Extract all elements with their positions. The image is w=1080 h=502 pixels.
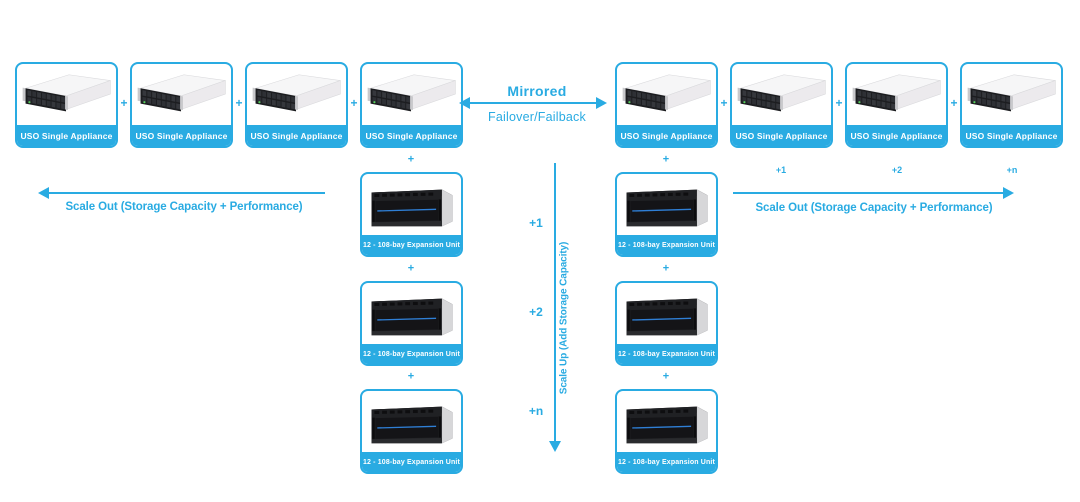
plus-icon: + bbox=[350, 96, 358, 110]
expansion-unit-label: 12 - 108-bay Expansion Unit bbox=[617, 235, 716, 255]
appliance-label: USO Single Appliance bbox=[847, 125, 946, 146]
plus-icon: + bbox=[407, 370, 415, 383]
plus-icon: + bbox=[835, 96, 843, 110]
failover-failback-label: Failover/Failback bbox=[488, 110, 586, 124]
appliance-box: USO Single Appliance bbox=[615, 62, 718, 148]
expansion-server-image bbox=[617, 391, 716, 452]
mirrored-arrowhead-left-icon bbox=[459, 97, 470, 109]
appliance-server-image bbox=[617, 64, 716, 125]
appliance-box: USO Single Appliance bbox=[960, 62, 1063, 148]
appliance-box: USO Single Appliance bbox=[15, 62, 118, 148]
scale-out-left-arrowhead-icon bbox=[38, 187, 49, 199]
expansion-unit-box: 12 - 108-bay Expansion Unit bbox=[615, 281, 718, 366]
mirrored-arrowhead-right-icon bbox=[596, 97, 607, 109]
expansion-server-image bbox=[362, 174, 461, 235]
expansion-unit-label: 12 - 108-bay Expansion Unit bbox=[617, 452, 716, 472]
scale-out-increment: +n bbox=[1006, 165, 1018, 175]
expansion-unit-box: 12 - 108-bay Expansion Unit bbox=[360, 389, 463, 474]
appliance-box: USO Single Appliance bbox=[845, 62, 948, 148]
scale-out-right-label: Scale Out (Storage Capacity + Performanc… bbox=[755, 202, 993, 214]
appliance-box: USO Single Appliance bbox=[130, 62, 233, 148]
expansion-unit-box: 12 - 108-bay Expansion Unit bbox=[360, 172, 463, 257]
appliance-server-image bbox=[732, 64, 831, 125]
scale-out-increment: +2 bbox=[891, 165, 903, 175]
appliance-label: USO Single Appliance bbox=[362, 125, 461, 146]
mirrored-arrow-line bbox=[470, 102, 596, 104]
expansion-unit-label: 12 - 108-bay Expansion Unit bbox=[362, 235, 461, 255]
scale-up-arrowhead-icon bbox=[549, 441, 561, 452]
plus-icon: + bbox=[720, 96, 728, 110]
scale-out-left-arrow-line bbox=[49, 192, 325, 194]
appliance-server-image bbox=[247, 64, 346, 125]
plus-icon: + bbox=[407, 262, 415, 275]
appliance-label: USO Single Appliance bbox=[962, 125, 1061, 146]
plus-icon: + bbox=[662, 262, 670, 275]
scale-up-increment: +n bbox=[528, 404, 544, 418]
plus-icon: + bbox=[662, 153, 670, 166]
plus-icon: + bbox=[407, 153, 415, 166]
plus-icon: + bbox=[950, 96, 958, 110]
expansion-unit-label: 12 - 108-bay Expansion Unit bbox=[617, 344, 716, 364]
expansion-unit-box: 12 - 108-bay Expansion Unit bbox=[615, 389, 718, 474]
expansion-server-image bbox=[362, 283, 461, 344]
scale-up-increment: +1 bbox=[529, 216, 543, 230]
appliance-label: USO Single Appliance bbox=[247, 125, 346, 146]
expansion-unit-box: 12 - 108-bay Expansion Unit bbox=[360, 281, 463, 366]
scale-out-increment: +1 bbox=[775, 165, 787, 175]
scale-out-right-arrowhead-icon bbox=[1003, 187, 1014, 199]
expansion-unit-label: 12 - 108-bay Expansion Unit bbox=[362, 344, 461, 364]
appliance-server-image bbox=[962, 64, 1061, 125]
appliance-label: USO Single Appliance bbox=[17, 125, 116, 146]
expansion-server-image bbox=[362, 391, 461, 452]
scale-up-arrow-line bbox=[554, 163, 556, 441]
scale-out-right-arrow-line bbox=[733, 192, 1003, 194]
expansion-unit-box: 12 - 108-bay Expansion Unit bbox=[615, 172, 718, 257]
appliance-box: USO Single Appliance bbox=[245, 62, 348, 148]
appliance-label: USO Single Appliance bbox=[732, 125, 831, 146]
expansion-unit-label: 12 - 108-bay Expansion Unit bbox=[362, 452, 461, 472]
expansion-server-image bbox=[617, 283, 716, 344]
appliance-server-image bbox=[132, 64, 231, 125]
appliance-label: USO Single Appliance bbox=[617, 125, 716, 146]
scale-out-left-label: Scale Out (Storage Capacity + Performanc… bbox=[65, 201, 303, 213]
appliance-box: USO Single Appliance bbox=[730, 62, 833, 148]
mirrored-label: Mirrored bbox=[507, 83, 567, 99]
appliance-box: USO Single Appliance bbox=[360, 62, 463, 148]
plus-icon: + bbox=[662, 370, 670, 383]
scale-up-increment: +2 bbox=[529, 305, 543, 319]
appliance-server-image bbox=[17, 64, 116, 125]
plus-icon: + bbox=[235, 96, 243, 110]
scale-up-label: Scale Up (Add Storage Capacity) bbox=[558, 241, 570, 395]
appliance-server-image bbox=[362, 64, 461, 125]
expansion-server-image bbox=[617, 174, 716, 235]
appliance-server-image bbox=[847, 64, 946, 125]
plus-icon: + bbox=[120, 96, 128, 110]
appliance-label: USO Single Appliance bbox=[132, 125, 231, 146]
